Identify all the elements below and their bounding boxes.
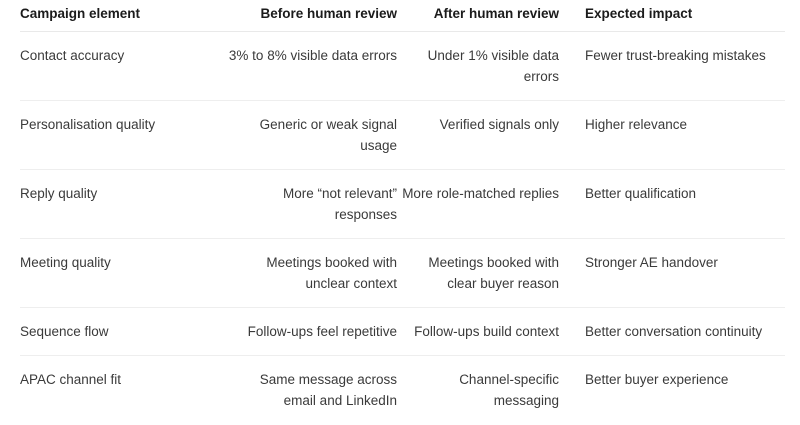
cell-expected-impact: Better buyer experience — [585, 372, 729, 387]
cell-expected-impact: Better conversation continuity — [585, 307, 785, 356]
table-header-row: Campaign element Before human review Aft… — [20, 0, 785, 32]
cell-before-human-review: Generic or weak signal usage — [225, 100, 400, 170]
table-row: Reply quality More “not relevant” respon… — [20, 169, 785, 239]
cell-after-human-review: Follow-ups build context — [400, 307, 585, 356]
table-header: Campaign element Before human review Aft… — [20, 0, 785, 32]
cell-before-human-review: More “not relevant” responses — [225, 169, 400, 239]
cell-campaign-element: APAC channel fit — [20, 372, 122, 387]
cell-after-human-review: Channel-specific messaging — [459, 372, 559, 408]
cell-expected-impact: Stronger AE handover — [585, 238, 785, 308]
cell-campaign-element: Personalisation quality — [20, 100, 225, 170]
cell-after-human-review: Under 1% visible data errors — [400, 31, 585, 101]
cell-campaign-element: Reply quality — [20, 169, 225, 239]
column-header-after-human-review: After human review — [400, 0, 585, 32]
cell-expected-impact: Higher relevance — [585, 100, 785, 170]
cell-campaign-element: Meeting quality — [20, 238, 225, 308]
cell-after-human-review: Meetings booked with clear buyer reason — [400, 238, 585, 308]
cell-campaign-element: Contact accuracy — [20, 31, 225, 101]
cell-before-human-review: Same message across email and LinkedIn — [259, 372, 397, 408]
comparison-table: Campaign element Before human review Aft… — [20, 0, 785, 424]
column-header-before-human-review: Before human review — [225, 0, 400, 32]
table-row: Sequence flow Follow-ups feel repetitive… — [20, 307, 785, 356]
table-row: Contact accuracy 3% to 8% visible data e… — [20, 31, 785, 101]
cell-after-human-review: Verified signals only — [400, 100, 585, 170]
cell-expected-impact: Fewer trust-breaking mistakes — [585, 31, 785, 101]
column-header-expected-impact: Expected impact — [585, 0, 785, 32]
cell-before-human-review: 3% to 8% visible data errors — [225, 31, 400, 101]
table-row: Personalisation quality Generic or weak … — [20, 100, 785, 170]
cell-expected-impact: Better qualification — [585, 169, 785, 239]
table-body: Contact accuracy 3% to 8% visible data e… — [20, 31, 785, 425]
table-row: APAC channel fit Same message across ema… — [20, 356, 785, 425]
column-header-campaign-element: Campaign element — [20, 0, 225, 32]
cell-after-human-review: More role-matched replies — [400, 169, 585, 239]
table-row: Meeting quality Meetings booked with unc… — [20, 238, 785, 308]
cell-before-human-review: Follow-ups feel repetitive — [225, 307, 400, 356]
cell-before-human-review: Meetings booked with unclear context — [225, 238, 400, 308]
cell-campaign-element: Sequence flow — [20, 307, 225, 356]
